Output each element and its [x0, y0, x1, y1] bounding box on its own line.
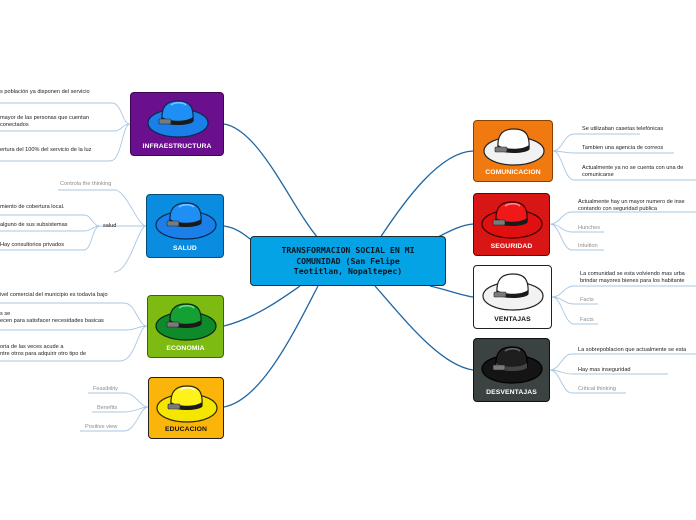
leaf-infraestructura-3[interactable]: ertura del 100% del servicio de la luz	[0, 147, 92, 153]
branch-node-desventajas[interactable]: DESVENTAJAS	[473, 338, 550, 402]
hat-icon	[482, 273, 544, 311]
hat-icon	[156, 385, 218, 423]
branch-node-infraestructura[interactable]: INFRAESTRUCTURA	[130, 92, 224, 156]
salud-group-label[interactable]: salud	[103, 223, 117, 229]
connector-desventajas	[374, 285, 474, 371]
leaf-seguridad-1[interactable]: Actualmente hay un mayor numero de inse …	[578, 199, 685, 212]
hat-icon	[147, 100, 209, 138]
leaf-economia-3[interactable]: oria de las veces acude a ntre otros par…	[0, 344, 87, 357]
leaf-desventajas-2[interactable]: Hay mas inseguridad	[578, 367, 631, 373]
leaf-ventajas-1[interactable]: La comunidad se esta volviendo mas urba …	[580, 271, 685, 284]
connector-comunicacion	[379, 150, 474, 239]
leaf-educacion-1[interactable]: Feasibility	[93, 386, 118, 392]
leaf-salud-2[interactable]: miento de cobertura local.	[0, 204, 65, 210]
leaf-seguridad-2[interactable]: Hunches	[578, 225, 601, 231]
branch-title-ventajas: VENTAJAS	[494, 316, 531, 323]
leaf-comunicacion-1[interactable]: Se utilizaban casetas telefónicas	[582, 126, 664, 132]
leaf-salud-1[interactable]: Controla the thinking	[60, 181, 112, 187]
branch-node-comunicacion[interactable]: COMUNICACION	[473, 120, 553, 182]
branch-title-seguridad: SEGURIDAD	[490, 243, 533, 250]
central-title-line-1: TRANSFORMACION SOCIAL EN MI	[281, 245, 415, 256]
branch-node-ventajas[interactable]: VENTAJAS	[473, 265, 552, 329]
leaf-educacion-2[interactable]: Benefits	[97, 405, 118, 411]
central-title-line-2: COMUNIDAD (San Felipe	[296, 255, 400, 266]
branch-title-desventajas: DESVENTAJAS	[486, 389, 537, 396]
connector-infraestructura	[223, 123, 319, 239]
leaf-economia-2[interactable]: s se ecen para satisfacer necesidades ba…	[0, 311, 104, 324]
leaf-educacion-3[interactable]: Positive view	[85, 424, 118, 430]
connector-educacion	[223, 285, 319, 408]
hat-icon	[483, 128, 545, 166]
branch-title-salud: SALUD	[173, 245, 197, 252]
leaf-economia-1[interactable]: ivel comercial del municipio es todavía …	[0, 292, 108, 298]
leaf-desventajas-1[interactable]: La sobrepoblacion que actualmente se est…	[578, 347, 687, 353]
branch-title-economia: ECONOMIA	[166, 345, 205, 352]
branch-title-comunicacion: COMUNICACION	[485, 169, 541, 176]
branch-title-infraestructura: INFRAESTRUCTURA	[142, 143, 212, 150]
leaf-salud-3[interactable]: alguno de sus subsistemas	[0, 222, 68, 228]
branch-title-educacion: EDUCACION	[164, 426, 208, 433]
branch-node-seguridad[interactable]: SEGURIDAD	[473, 193, 550, 256]
leaf-ventajas-3[interactable]: Facts	[580, 317, 594, 323]
connector-economia	[223, 285, 301, 327]
connector-ventajas	[429, 285, 474, 298]
leaf-infraestructura-2[interactable]: mayor de las personas que cuentan conect…	[0, 115, 89, 128]
leaf-infraestructura-1[interactable]: s población ya disponen del servicio	[0, 89, 90, 95]
branch-node-salud[interactable]: SALUD	[146, 194, 224, 258]
leaf-ventajas-2[interactable]: Facts	[580, 297, 594, 303]
leaf-salud-4[interactable]: Hay consultorios privados	[0, 242, 65, 248]
central-title-line-3: Teotitlan, Nopaltepec)	[293, 266, 403, 277]
hat-icon	[155, 202, 217, 240]
leaf-comunicacion-2[interactable]: Tambien una agencia de correos	[582, 145, 664, 151]
leaf-desventajas-3[interactable]: Critical thinking	[578, 386, 616, 392]
leaf-comunicacion-3[interactable]: Actualmente ya no se cuenta con una de c…	[582, 165, 684, 178]
hat-icon	[481, 346, 543, 384]
hat-icon	[481, 201, 543, 239]
hat-icon	[155, 303, 217, 341]
branch-node-educacion[interactable]: EDUCACION	[148, 377, 224, 439]
leaf-seguridad-3[interactable]: Intuition	[578, 243, 598, 249]
branch-node-economia[interactable]: ECONOMIA	[147, 295, 224, 358]
